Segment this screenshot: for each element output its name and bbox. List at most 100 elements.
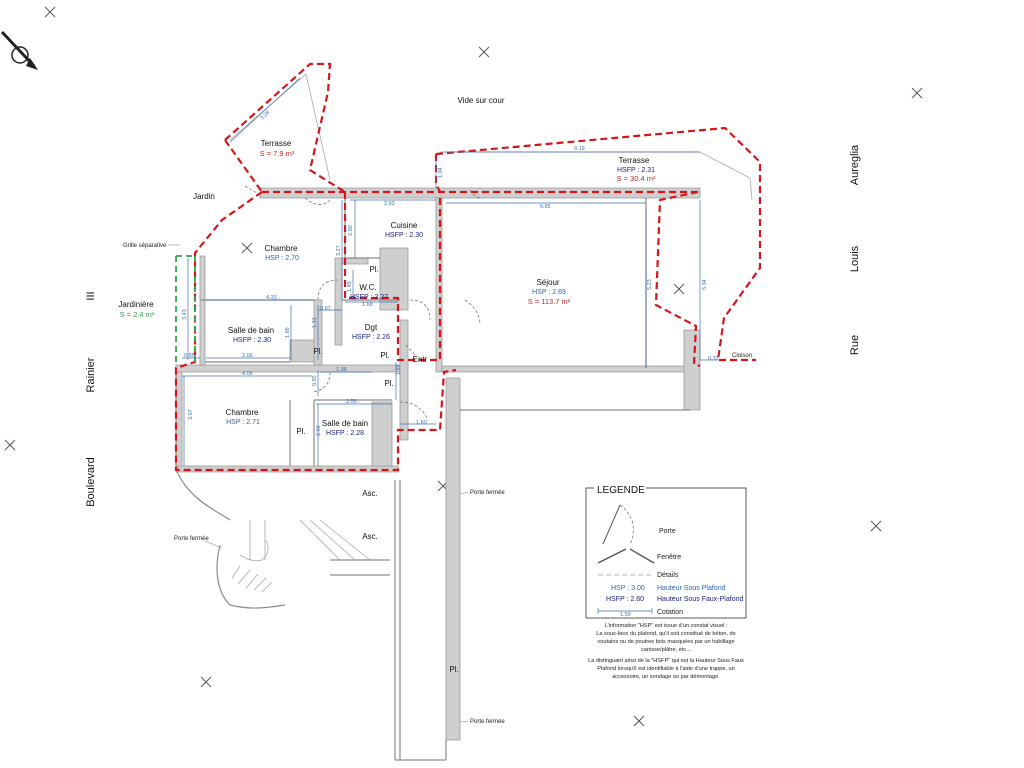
placard-label: Pl. — [369, 265, 378, 274]
legend-note-line: L'information "HSP" est issue d'un const… — [604, 623, 727, 629]
dim-label: 1.31 — [312, 317, 318, 328]
placard-label: Pl. — [380, 351, 389, 360]
legend-details: Détails — [657, 572, 679, 579]
room-area: S = 2.4 m² — [120, 310, 155, 319]
room-name: Terrasse — [261, 139, 292, 148]
room-name: Jardinière — [118, 300, 154, 309]
legend-hsfp-value: HSFP : 2.60 — [606, 596, 644, 603]
placard-label: Pl. — [384, 379, 393, 388]
room-hsfp: HSFP : 2.27 — [350, 294, 388, 301]
jardiniere-border — [175, 255, 196, 365]
room-hsfp: HSFP : 2.30 — [233, 337, 271, 344]
room-name: Terrasse — [619, 156, 650, 165]
cross-mark-icon — [44, 6, 56, 18]
legend-note-line: voutains ou de poutres bois masquées par… — [597, 639, 734, 645]
room-name: Cuisine — [391, 221, 418, 230]
room-name: W.C. — [359, 283, 376, 292]
dim-label: 1.36 — [336, 367, 347, 373]
grille-label: Grille séparative — [123, 243, 167, 249]
cross-mark-icon — [478, 46, 490, 58]
street-name: Boulevard — [85, 457, 97, 507]
legend-cotation-value: 1.59 — [620, 612, 631, 618]
room-name: Chambre — [265, 244, 298, 253]
dim-label: 1.04 — [438, 167, 444, 178]
dim-label: 4.06 — [242, 371, 253, 377]
dim-label: 1.49 — [347, 281, 353, 292]
legend-hsp-label: Hauteur Sous Plafond — [657, 585, 726, 592]
cloison-label: Cloison — [732, 353, 752, 359]
door-closed-label: Porte fermée — [174, 536, 209, 542]
room-hsp: HSP : 2.71 — [226, 419, 260, 426]
legend-note-line: Plafond lorsqu'il est identifiable à l'a… — [597, 666, 735, 672]
legend-cotation-label: Cotation — [657, 609, 683, 616]
dim-label: 0.95 — [312, 375, 318, 386]
room-area: S = 113.7 m² — [528, 297, 571, 306]
dim-label: 2.55 — [346, 399, 357, 405]
cross-mark-icon — [241, 242, 253, 254]
cross-mark-icon — [4, 439, 16, 451]
dim-label: 2.93 — [384, 201, 395, 207]
room-name: Salle de bain — [228, 326, 274, 335]
dim-label: 6.85 — [540, 204, 551, 210]
placard-label: Pl. — [449, 665, 458, 674]
dim-label: 3.43 — [182, 309, 188, 320]
legend-title: LEGENDE — [597, 485, 645, 496]
street-labels: Boulevard Rainier III Aureglia Louis Rue — [85, 144, 861, 507]
cross-mark-icon — [870, 520, 882, 532]
room-labels: Terrasse S = 7.9 m² Vide sur cour Terras… — [118, 96, 656, 541]
room-area: S = 7.9 m² — [260, 149, 295, 158]
street-name: Rainier — [85, 357, 97, 392]
room-hsp: HSP : 2.70 — [265, 255, 299, 262]
street-name: III — [85, 291, 97, 300]
legend-note-line: accessoire, un sondage ou par démontage. — [612, 674, 720, 680]
room-area: S = 30.4 m² — [617, 174, 656, 183]
staircase — [231, 519, 371, 593]
dim-label: 0.33 — [708, 356, 719, 362]
legend-porte: Porte — [659, 528, 676, 535]
placard-label: Pl. — [313, 347, 322, 356]
room-name: Entr — [413, 355, 428, 364]
room-name: Jardin — [193, 192, 215, 201]
cross-mark-icon — [911, 87, 923, 99]
room-name: Vide sur cour — [458, 96, 505, 105]
dim-label: 4.33 — [266, 295, 277, 301]
placard-label: Pl. — [296, 427, 305, 436]
legend-note-line: La distinguant ainsi de la "HSFP" qui es… — [588, 658, 744, 664]
dimension-lines — [182, 77, 718, 466]
dim-label: 2.06 — [316, 425, 322, 436]
door-symbol-icon — [602, 504, 634, 546]
legend-note-line: La sous-face du plafond, qu'il soit cons… — [596, 631, 735, 637]
dim-label: 2.00 — [348, 225, 354, 236]
misc-labels: Grille séparative Cloison Porte fermée P… — [123, 243, 752, 725]
cross-mark-icon — [633, 715, 645, 727]
room-hsfp: HSFP : 2.31 — [617, 167, 655, 174]
placard-labels: Pl. Pl. Pl. Pl. Pl. Pl. — [296, 265, 458, 674]
cross-mark-icon — [200, 676, 212, 688]
room-name: Chambre — [226, 408, 259, 417]
room-name: Asc. — [362, 532, 378, 541]
door-closed-label: Porte fermée — [470, 490, 505, 496]
dim-label: 9.19 — [574, 146, 585, 152]
dim-label: 3.28 — [259, 110, 271, 122]
dim-label: 0.97 — [320, 306, 331, 312]
compass-icon — [0, 30, 38, 70]
dim-label: 5.34 — [702, 279, 708, 290]
dim-label: 3.27 — [336, 245, 342, 256]
street-name: Aureglia — [849, 144, 861, 185]
legend-note-line: canisse/plâtre, etc... — [641, 647, 691, 653]
dim-label: 2.66 — [242, 353, 253, 359]
dim-label: 1.92 — [396, 364, 402, 375]
dim-label: 1.86 — [285, 327, 291, 338]
dim-label: 0.55 — [184, 353, 195, 359]
window-symbol-icon — [597, 548, 655, 564]
room-name: Séjour — [536, 278, 559, 287]
dimension-texts: 3.28 9.19 1.04 2.93 6.85 3.27 2.00 1.49 … — [182, 110, 719, 436]
dim-label: 3.07 — [188, 409, 194, 420]
room-hsfp: HSFP : 2.30 — [385, 232, 423, 239]
street-name: Rue — [849, 335, 861, 355]
cross-mark-icon — [673, 283, 685, 295]
street-name: Louis — [849, 245, 861, 272]
door-closed-label: Porte fermée — [470, 719, 505, 725]
legend-fenetre: Fenêtre — [657, 554, 681, 561]
dim-label: 1.68 — [362, 302, 373, 308]
